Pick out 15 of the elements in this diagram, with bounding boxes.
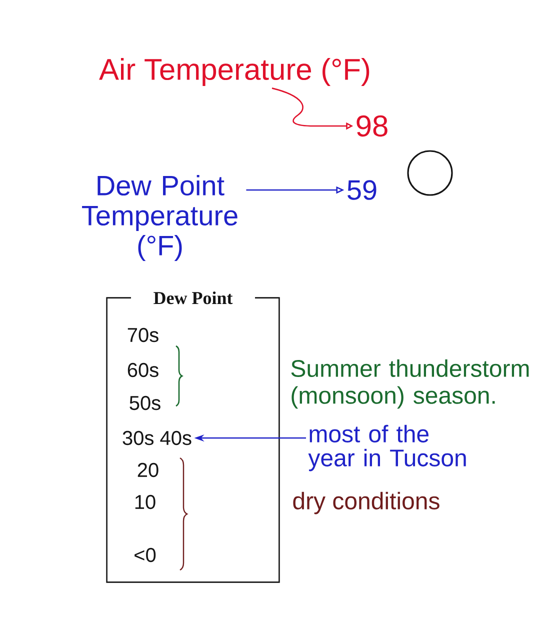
scale-value: 10 — [135, 494, 156, 510]
scale-value: <0 — [134, 548, 156, 562]
scale-value: 50s — [130, 396, 160, 410]
scale-value: 60s — [128, 362, 158, 378]
value-number: 59 — [348, 180, 376, 200]
annotation-text: Summer thunderstorm (monsoon) season. — [291, 359, 529, 409]
annotation-text: Air Temperature (°F) — [99, 58, 370, 86]
annotation-text: Dew Point Temperature (°F) — [82, 174, 238, 262]
scale-value: 20 — [138, 462, 158, 478]
value-number: 98 — [356, 115, 388, 137]
scale-value: 30s 40s — [122, 430, 192, 446]
annotation-text: dry conditions — [293, 492, 440, 514]
annotation-text: most of the year in Tucson — [308, 424, 466, 472]
station-circle — [407, 150, 453, 196]
scale-value: 70s — [128, 328, 158, 342]
